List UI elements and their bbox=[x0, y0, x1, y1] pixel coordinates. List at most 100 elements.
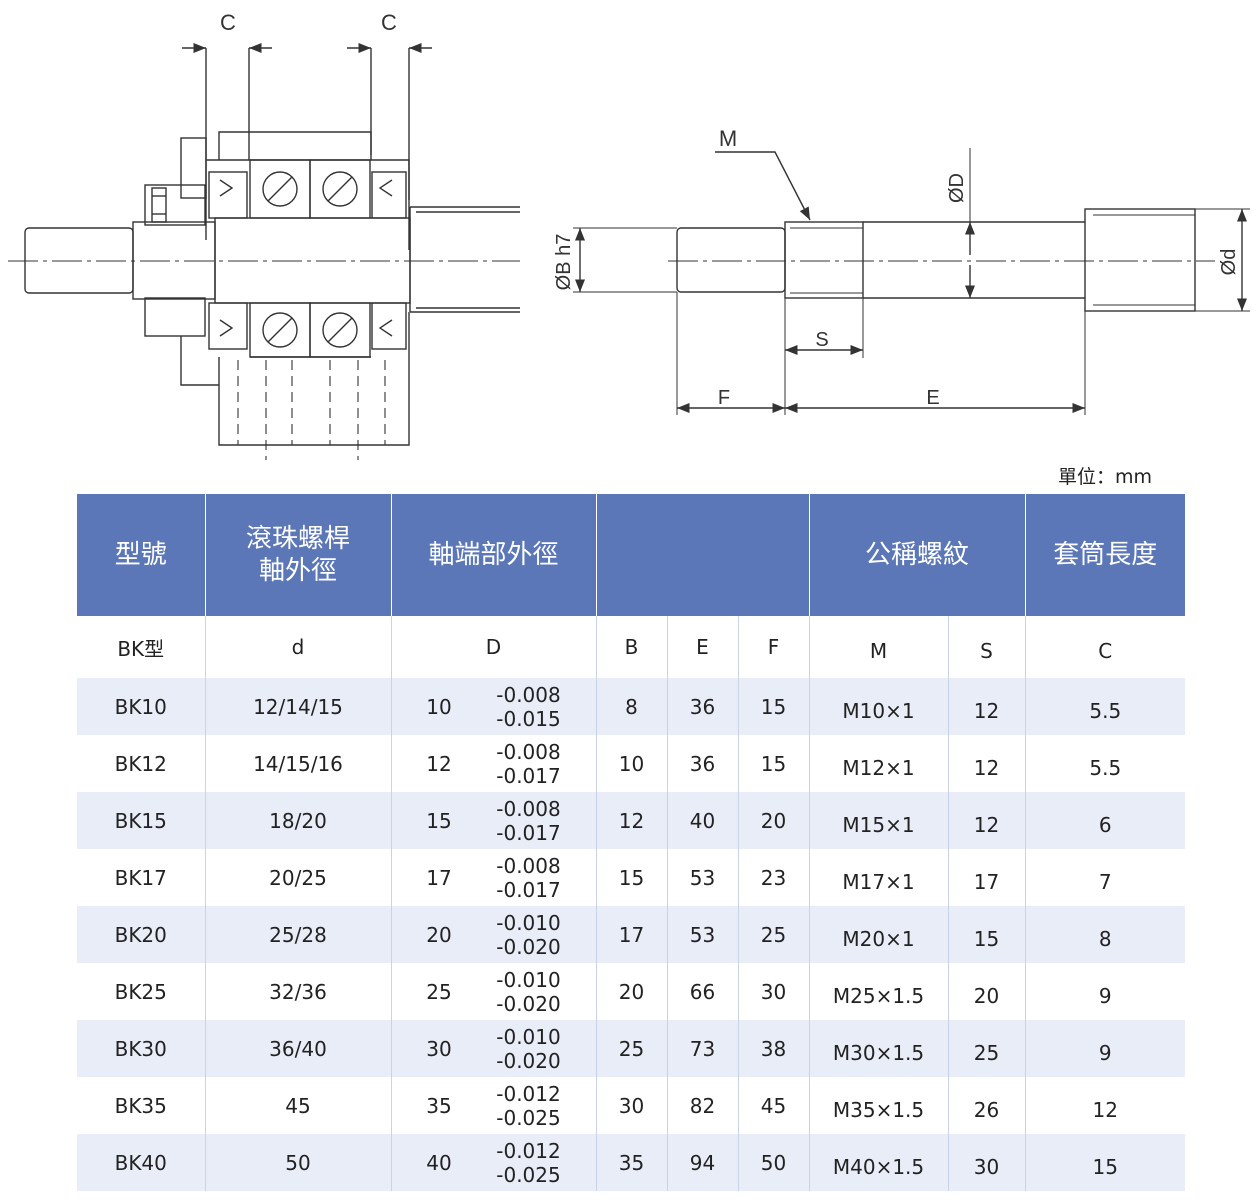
subheader-B: B bbox=[596, 616, 668, 678]
cell-model: BK17 bbox=[77, 849, 206, 906]
cell-E: 53 bbox=[667, 906, 739, 963]
cell-E: 40 bbox=[667, 792, 739, 849]
cell-F: 50 bbox=[738, 1134, 810, 1191]
cell-E: 73 bbox=[667, 1020, 739, 1077]
subheader-C: C bbox=[1025, 616, 1186, 678]
cell-B: 10 bbox=[596, 735, 668, 792]
cell-D: 20-0.010-0.020 bbox=[391, 906, 597, 963]
cell-B: 30 bbox=[596, 1077, 668, 1134]
cell-M: M30×1.5 bbox=[809, 1020, 949, 1077]
cell-S: 20 bbox=[948, 963, 1026, 1020]
cell-model: BK10 bbox=[77, 678, 206, 735]
cell-D: 15 -0.008-0.017 bbox=[391, 792, 597, 849]
cell-d: 12/14/15 bbox=[205, 678, 392, 735]
cell-model: BK30 bbox=[77, 1020, 206, 1077]
cell-D-tolerance: -0.010-0.020 bbox=[496, 967, 561, 1016]
cell-E: 53 bbox=[667, 849, 739, 906]
cell-F: 30 bbox=[738, 963, 810, 1020]
cell-D: 25 -0.010-0.020 bbox=[391, 963, 597, 1020]
cell-M: M17×1 bbox=[809, 849, 949, 906]
subheader-d: d bbox=[205, 616, 392, 678]
subheader-model: BK型 bbox=[77, 616, 206, 678]
subheader-M: M bbox=[809, 616, 949, 678]
cell-C: 15 bbox=[1025, 1134, 1186, 1191]
dim-label-s: S bbox=[815, 329, 828, 351]
cell-D-value: 30 bbox=[426, 1036, 452, 1061]
cell-S: 25 bbox=[948, 1020, 1026, 1077]
cell-S: 30 bbox=[948, 1134, 1026, 1191]
cell-F: 38 bbox=[738, 1020, 810, 1077]
cell-M: M40×1.5 bbox=[809, 1134, 949, 1191]
cell-B: 15 bbox=[596, 849, 668, 906]
cell-d: 32/36 bbox=[205, 963, 392, 1020]
dim-label-c1: C bbox=[220, 10, 236, 35]
cell-D-value: 20 bbox=[426, 922, 452, 947]
cell-E: 36 bbox=[667, 735, 739, 792]
technical-drawing: C C bbox=[8, 10, 1250, 460]
cell-C: 7 bbox=[1025, 849, 1186, 906]
cell-M: M25×1.5 bbox=[809, 963, 949, 1020]
cell-C: 5.5 bbox=[1025, 735, 1186, 792]
cell-M: M20×1 bbox=[809, 906, 949, 963]
cell-E: 82 bbox=[667, 1077, 739, 1134]
cell-D-value: 40 bbox=[426, 1150, 452, 1175]
cell-C: 9 bbox=[1025, 1020, 1186, 1077]
cell-D-value: 12 bbox=[426, 751, 452, 776]
header-sleeve-length: 套筒長度 bbox=[1025, 494, 1186, 616]
cell-S: 17 bbox=[948, 849, 1026, 906]
cell-S: 26 bbox=[948, 1077, 1026, 1134]
cell-E: 36 bbox=[667, 678, 739, 735]
cell-d: 45 bbox=[205, 1077, 392, 1134]
header-nominal-thread: 公稱螺紋 bbox=[809, 494, 1026, 616]
cell-D-value: 10 bbox=[426, 694, 452, 719]
cell-d: 25/28 bbox=[205, 906, 392, 963]
bearing-assembly-drawing bbox=[8, 42, 520, 460]
cell-F: 23 bbox=[738, 849, 810, 906]
cell-C: 12 bbox=[1025, 1077, 1186, 1134]
cell-d: 14/15/16 bbox=[205, 735, 392, 792]
unit-label: 單位：mm bbox=[1058, 466, 1153, 488]
cell-D-tolerance: -0.008-0.017 bbox=[496, 796, 561, 845]
cell-M: M10×1 bbox=[809, 678, 949, 735]
cell-D-value: 35 bbox=[426, 1093, 452, 1118]
cell-d: 18/20 bbox=[205, 792, 392, 849]
cell-C: 6 bbox=[1025, 792, 1186, 849]
cell-D: 10-0.008-0.015 bbox=[391, 678, 597, 735]
cell-D-value: 25 bbox=[426, 979, 452, 1004]
cell-C: 9 bbox=[1025, 963, 1186, 1020]
dim-label-phi-D: ØD bbox=[946, 173, 968, 203]
cell-D: 12 -0.008-0.017 bbox=[391, 735, 597, 792]
cell-D-tolerance: -0.008-0.017 bbox=[496, 739, 561, 788]
cell-model: BK35 bbox=[77, 1077, 206, 1134]
subheader-F: F bbox=[738, 616, 810, 678]
header-blank bbox=[596, 494, 810, 616]
dim-label-c2: C bbox=[381, 10, 397, 35]
cell-model: BK20 bbox=[77, 906, 206, 963]
cell-S: 12 bbox=[948, 735, 1026, 792]
cell-B: 25 bbox=[596, 1020, 668, 1077]
subheader-D: D bbox=[391, 616, 597, 678]
cell-S: 15 bbox=[948, 906, 1026, 963]
cell-D: 17-0.008-0.017 bbox=[391, 849, 597, 906]
cell-D-value: 15 bbox=[426, 808, 452, 833]
cell-E: 94 bbox=[667, 1134, 739, 1191]
header-model: 型號 bbox=[77, 494, 206, 616]
table-header-row: 型號 滾珠螺桿軸外徑 軸端部外徑 公稱螺紋 套筒長度 bbox=[77, 494, 1186, 616]
cell-S: 12 bbox=[948, 792, 1026, 849]
cell-C: 8 bbox=[1025, 906, 1186, 963]
cell-model: BK12 bbox=[77, 735, 206, 792]
cell-D: 40-0.012-0.025 bbox=[391, 1134, 597, 1191]
dim-label-phi-d: Ød bbox=[1218, 249, 1240, 276]
cell-D: 30-0.010-0.020 bbox=[391, 1020, 597, 1077]
cell-S: 12 bbox=[948, 678, 1026, 735]
subheader-S: S bbox=[948, 616, 1026, 678]
dim-label-phi-B: ØB h7 bbox=[553, 234, 575, 291]
